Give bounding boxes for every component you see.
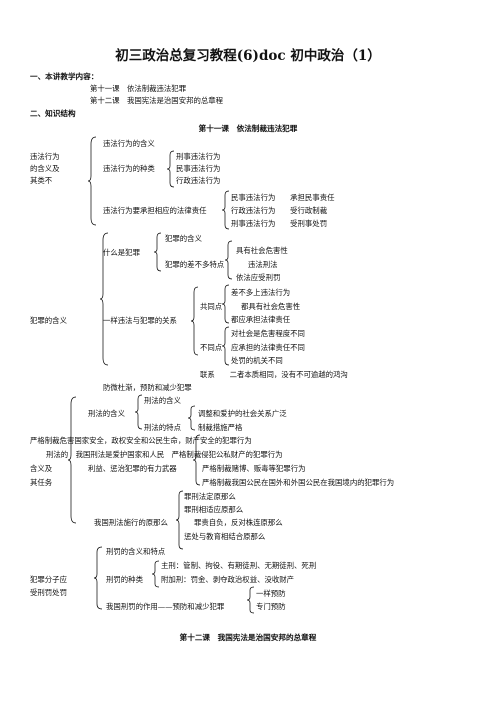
page-title: 初三政治总复习教程(6)doc 初中政治（1） bbox=[115, 48, 381, 64]
b2-meaning: 犯罪的含义 bbox=[165, 234, 202, 243]
b1-root: 的含义及 bbox=[30, 164, 60, 173]
b1-kind: 民事违法行为 bbox=[176, 164, 221, 173]
b1-resp: 刑事违法行为 受刑事处罚 bbox=[231, 219, 328, 228]
b1-kind: 行政违法行为 bbox=[176, 176, 221, 185]
b2-diff-item: 应承担的法律责任不同 bbox=[231, 343, 305, 352]
brace-icon bbox=[193, 434, 201, 486]
brace-icon bbox=[222, 284, 230, 324]
b2-prevent: 防微杜渐，预防和减少犯罪 bbox=[103, 383, 192, 392]
brace-icon bbox=[167, 150, 175, 188]
b3-principle: 惩处与教育相结合原那么 bbox=[184, 532, 266, 541]
b4-kinds: 刑罚的种类 bbox=[106, 575, 143, 584]
b1-kind: 刑事违法行为 bbox=[176, 152, 221, 161]
section-heading-content: 一、本讲教学内容： bbox=[30, 72, 99, 81]
brace-icon bbox=[94, 546, 103, 610]
b4-extra: 附加刑：罚金、剥夺政治权益、没收财产 bbox=[161, 575, 295, 584]
b2-three: 犯罪的差不多特点 bbox=[165, 260, 225, 269]
brace-icon bbox=[225, 240, 233, 280]
b3-principles-label: 我国刑法施行的原那么 bbox=[94, 518, 168, 527]
b3-xf-meaning: 刑法的含义 bbox=[144, 396, 181, 405]
brace-icon bbox=[188, 405, 196, 431]
b3-adjust: 调整和爱护的社会关系广泛 bbox=[198, 409, 287, 418]
lesson-line: 第十二课 我国宪法是治国安邦的总章程 bbox=[90, 96, 224, 105]
lesson-11-title: 第十一课 依法制裁违法犯罪 bbox=[198, 124, 298, 133]
brace-icon bbox=[100, 232, 109, 366]
b4-prev: 一样预防 bbox=[256, 589, 286, 598]
b3-principle: 罪刑相适应原那么 bbox=[184, 505, 244, 514]
b4-root: 犯罪分子应 bbox=[30, 575, 67, 584]
brace-icon bbox=[222, 326, 230, 366]
b2-relation: 一样违法与犯罪的关系 bbox=[103, 316, 177, 325]
brace-icon bbox=[135, 394, 143, 430]
b2-same-item: 都应承担法律责任 bbox=[231, 315, 291, 324]
brace-icon bbox=[154, 232, 162, 272]
b1-root: 其类不 bbox=[30, 176, 53, 185]
b1-root: 违法行为 bbox=[30, 152, 60, 161]
b3-task: 利益、惩治犯罪的有力武器 bbox=[88, 464, 177, 473]
lesson-line: 第十一课 依法制裁违法犯罪 bbox=[90, 84, 187, 93]
b2-feature: 违法刑法 bbox=[248, 260, 278, 269]
b3-xf-feature: 刑法的特点 bbox=[144, 423, 181, 432]
brace-icon bbox=[247, 586, 255, 614]
b2-diff-item: 对社会是危害程度不同 bbox=[231, 329, 305, 338]
b2-diff-item: 处罚的机关不同 bbox=[231, 356, 283, 365]
b3-root: 其任务 bbox=[30, 478, 53, 487]
b4-effect: 我国刑罚的作用——预防和减少犯罪 bbox=[106, 602, 225, 611]
b4-root: 受刑罚处罚 bbox=[30, 588, 67, 597]
b3-principle: 罪责自负，反对株连原那么 bbox=[194, 518, 283, 527]
b3-task: 严格制裁危害国家安全，政权安全和公民生命，财产安全的犯罪行为 bbox=[30, 436, 252, 445]
b3-task: 严格制裁我国公民在国外和外国公民在我国境内的犯罪行为 bbox=[202, 478, 395, 487]
b3-root: 含义及 bbox=[30, 464, 53, 473]
b3-task: 刑法的 我国刑法是爱护国家和人民 严格制裁侵犯公私财产的犯罪行为 bbox=[46, 450, 283, 459]
b2-same-item: 差不多上违法行为 bbox=[231, 288, 291, 297]
brace-icon bbox=[88, 136, 97, 226]
b2-diff: 不同点 bbox=[200, 343, 223, 352]
brace-icon bbox=[222, 190, 230, 230]
b3-severe: 制裁措施严格 bbox=[198, 423, 243, 432]
b2-link: 联系 二者本质相同，没有不可逾越的鸿沟 bbox=[200, 370, 348, 379]
b1-resp: 民事违法行为 承担民事责任 bbox=[231, 193, 335, 202]
b1-resp: 行政违法行为 受行政制裁 bbox=[231, 206, 328, 215]
b1-item: 违法行为的种类 bbox=[103, 164, 155, 173]
b2-same-item: 都具有社会危害性 bbox=[241, 302, 301, 311]
b2-root: 犯罪的含义 bbox=[30, 316, 67, 325]
b2-what: 什么是犯罪 bbox=[103, 248, 140, 257]
b3-task: 严格制裁赌博、贩毒等犯罪行为 bbox=[202, 464, 306, 473]
b4-main: 主刑：管制、拘役、有期徒刑、无期徒刑、死刑 bbox=[161, 561, 317, 570]
b2-feature: 具有社会危害性 bbox=[236, 246, 288, 255]
b1-item: 违法行为要承担相应的法律责任 bbox=[103, 206, 207, 215]
lesson-12-title: 第十二课 我国宪法是治国安邦的总章程 bbox=[179, 633, 317, 642]
b3-xf: 刑法的含义 bbox=[88, 409, 125, 418]
b4-meaning: 刑罚的含义和特点 bbox=[106, 547, 166, 556]
b2-feature: 依法应受刑罚 bbox=[236, 273, 281, 282]
brace-icon bbox=[176, 490, 184, 550]
b2-same: 共同点 bbox=[200, 302, 223, 311]
b3-principle: 罪刑法定原那么 bbox=[184, 492, 236, 501]
section-heading-structure: 二、知识结构 bbox=[30, 109, 76, 118]
brace-icon bbox=[68, 396, 77, 524]
brace-icon bbox=[191, 286, 199, 356]
b1-item: 违法行为的含义 bbox=[103, 139, 155, 148]
b4-prev: 专门预防 bbox=[256, 602, 286, 611]
brace-icon bbox=[152, 560, 160, 588]
